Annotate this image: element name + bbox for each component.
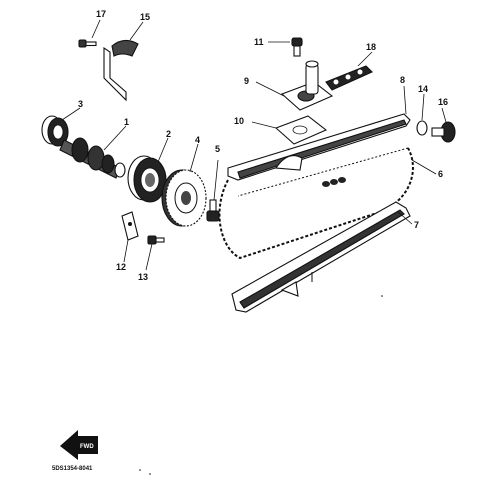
part-2-bearing: [127, 155, 167, 203]
document-code: 5DS1354-8041: [52, 466, 93, 472]
part-12-plate: [121, 211, 139, 241]
callout-17: 17: [96, 9, 106, 19]
part-18-link-plate: [325, 65, 373, 91]
leader-14: [421, 93, 425, 121]
scan-speck: [139, 469, 141, 471]
leader-4: [189, 143, 199, 173]
part-16-cap-bolt: [431, 121, 456, 143]
callout-11: 11: [254, 37, 264, 47]
part-13-bolt: [147, 235, 165, 245]
leader-12: [123, 239, 129, 263]
callout-8: 8: [400, 75, 405, 85]
callout-4: 4: [195, 135, 200, 145]
part-9-tensioner-body: [280, 60, 334, 111]
callout-14: 14: [418, 84, 428, 94]
callout-9: 9: [244, 76, 249, 86]
chain-rollers: [322, 177, 346, 187]
part-6-cam-chain-return: [237, 147, 409, 197]
leader-6: [411, 159, 437, 175]
scan-speck: [149, 473, 151, 475]
leader-16: [441, 107, 447, 123]
callout-6: 6: [438, 169, 443, 179]
part-3-bearing: [41, 115, 69, 147]
leader-3: [61, 107, 81, 121]
callout-5: 5: [215, 144, 220, 154]
callout-1: 1: [124, 117, 129, 127]
callout-7: 7: [414, 220, 419, 230]
callout-18: 18: [366, 42, 376, 52]
part-11-bolt: [291, 37, 303, 57]
leader-13: [145, 243, 153, 271]
callout-13: 13: [138, 272, 148, 282]
leader-15: [129, 21, 144, 41]
part-1-camshaft: [59, 137, 126, 179]
part-14-o-ring: [416, 120, 428, 136]
callout-16: 16: [438, 97, 448, 107]
leader-8: [403, 85, 407, 115]
part-7-chain-guide-lower: [231, 201, 411, 313]
leader-1: [103, 125, 127, 151]
leader-17: [91, 19, 101, 39]
callout-12: 12: [116, 262, 126, 272]
leader-18: [357, 51, 373, 67]
leader-9: [255, 81, 285, 97]
fwd-arrow-icon: FWD: [60, 430, 98, 460]
fwd-label: FWD: [80, 444, 94, 450]
leader-2: [157, 137, 169, 163]
callout-15: 15: [140, 12, 150, 22]
callout-2: 2: [166, 129, 171, 139]
part-8-chain-guide-upper: [227, 113, 411, 181]
part-6-cam-chain: [218, 147, 414, 260]
callout-10: 10: [234, 116, 244, 126]
part-4-sprocket: [161, 169, 207, 227]
leader-7: [397, 211, 413, 225]
leader-10: [251, 121, 277, 129]
part-5-bolt: [206, 199, 220, 222]
part-17-screw: [78, 39, 97, 48]
part-15-bracket: [103, 39, 139, 102]
callout-3: 3: [78, 99, 83, 109]
leader-5: [213, 159, 219, 201]
scan-speck: [381, 295, 383, 297]
part-10-gasket: [274, 115, 328, 145]
